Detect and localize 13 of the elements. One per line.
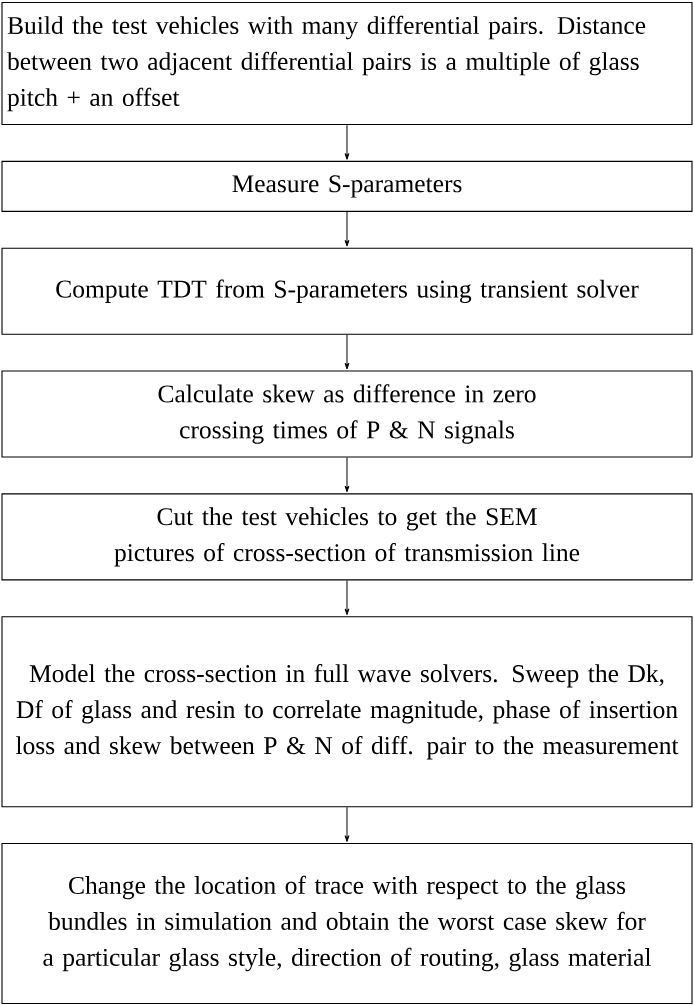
- arrow: [344, 457, 350, 493]
- process-box: Calculate skew as difference in zero crossing times of P & N signals: [1, 370, 693, 458]
- process-box: Compute TDT from S-parameters using transient solver: [1, 247, 693, 335]
- process-box: Measure S-parameters: [1, 160, 693, 212]
- process-box: Change the location of trace with respect to the glass bundles in simulation and obtain the worst case skew for a particular glass style, direction of routing, glass material: [1, 843, 693, 1005]
- arrow: [344, 124, 350, 160]
- arrow: [344, 806, 350, 842]
- process-box: Build the test vehicles with many differential pairs. Distance between two adjacent differential pairs is a multiple of glass pitch + an offset: [1, 2, 693, 126]
- process-box: Cut the test vehicles to get the SEM pictures of cross-section of transmission line: [1, 493, 693, 581]
- process-box: Model the cross-section in full wave solvers. Sweep the Dk, Df of glass and resin to correlate magnitude, phase of insertion loss and skew between P & N of diff. pair to the measurement: [1, 616, 693, 808]
- arrow: [344, 334, 350, 370]
- arrow: [344, 579, 350, 616]
- arrow: [344, 211, 350, 247]
